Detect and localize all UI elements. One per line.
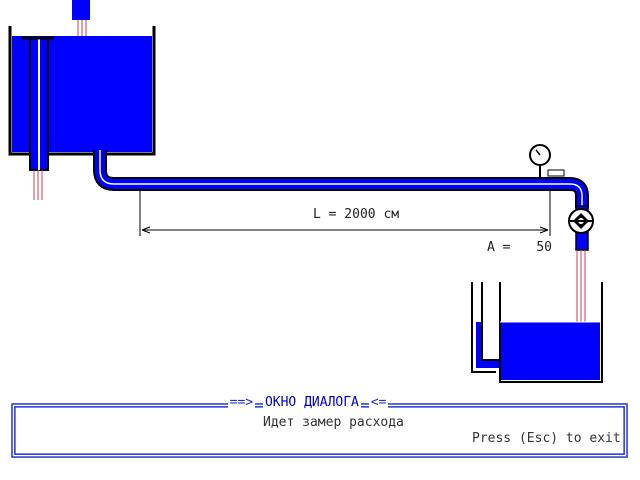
exit-hint[interactable]: Press (Esc) to exit <box>472 431 621 446</box>
inflow-pipe <box>72 0 90 36</box>
dialog-title-text: ОКНО ДИАЛОГА <box>262 395 361 410</box>
dialog-frame <box>11 403 628 458</box>
dialog-message: Идет замер расхода <box>263 415 404 430</box>
outflow-stream <box>576 250 586 322</box>
upper-tank <box>8 26 156 200</box>
pressure-gauge-icon <box>529 144 565 178</box>
length-label: L = 2000 см <box>313 207 400 222</box>
dialog-title-left: ==> <box>227 395 256 410</box>
hydraulic-scene <box>8 0 603 383</box>
main-pipe <box>93 150 589 208</box>
valve-icon[interactable] <box>568 205 594 251</box>
length-dimension <box>139 190 551 236</box>
dialog-title: ==> ОКНО ДИАЛОГА <= <box>0 395 616 410</box>
flow-value: 50 <box>536 240 552 255</box>
lower-tank <box>471 282 603 383</box>
flow-label: A = <box>487 240 511 255</box>
dialog-title-right: <= <box>368 395 389 410</box>
